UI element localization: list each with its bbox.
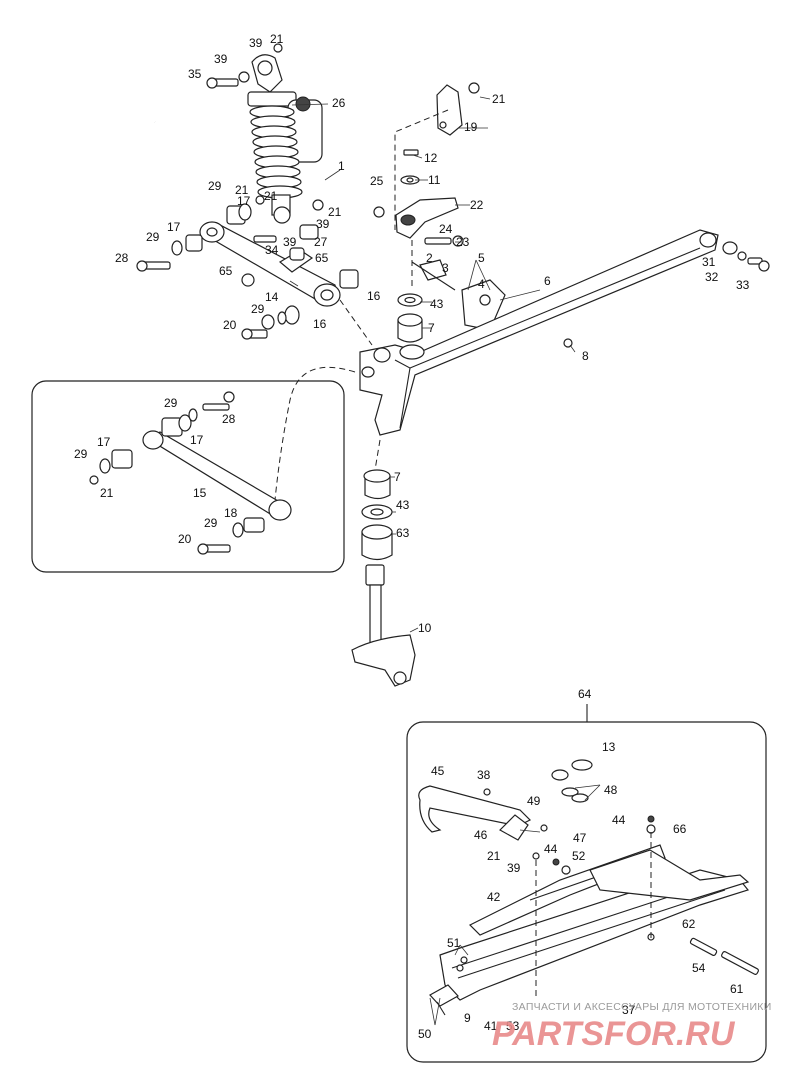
label-12: 12 (424, 151, 438, 165)
label-22: 22 (470, 198, 484, 212)
label-7b: 7 (394, 470, 401, 484)
label-26: 26 (332, 96, 346, 110)
label-62: 62 (682, 917, 696, 931)
part-labels: 1 2 3 4 5 6 7 7 8 9 10 11 12 13 14 15 16… (74, 32, 750, 1041)
label-43b: 43 (396, 498, 410, 512)
label-7a: 7 (428, 321, 435, 335)
label-48: 48 (604, 783, 618, 797)
label-43a: 43 (430, 297, 444, 311)
label-8: 8 (582, 349, 589, 363)
label-54: 54 (692, 961, 706, 975)
ski-assembly (418, 759, 759, 1016)
bushings-upper (136, 43, 359, 340)
label-21e: 21 (100, 486, 114, 500)
label-53: 53 (506, 1019, 520, 1033)
label-34: 34 (265, 243, 279, 257)
label-13: 13 (602, 740, 616, 754)
label-29c: 29 (251, 302, 265, 316)
label-11: 11 (428, 173, 441, 187)
label-20a: 20 (223, 318, 237, 332)
label-37: 37 (622, 1003, 636, 1017)
label-39d: 39 (316, 217, 330, 231)
label-10: 10 (418, 621, 432, 635)
label-29d: 29 (164, 396, 178, 410)
label-31: 31 (702, 255, 716, 269)
rear-fasteners (722, 241, 770, 272)
label-24: 24 (439, 222, 453, 236)
label-47: 47 (573, 831, 587, 845)
label-21b: 21 (492, 92, 506, 106)
label-14: 14 (265, 290, 279, 304)
bushings-upper-column (397, 293, 423, 343)
label-21d: 21 (328, 205, 342, 219)
label-61: 61 (730, 982, 744, 996)
label-1: 1 (338, 159, 345, 173)
watermark: ЗАПЧАСТИ И АКСЕССУАРЫ ДЛЯ МОТОТЕХНИКИ PA… (492, 1001, 772, 1053)
label-19: 19 (464, 120, 478, 134)
label-44b: 44 (544, 842, 558, 856)
inset-frame-left (31, 380, 345, 573)
label-4: 4 (478, 277, 485, 291)
label-23: 23 (456, 235, 470, 249)
label-65b: 65 (315, 251, 329, 265)
label-63: 63 (396, 526, 410, 540)
watermark-logo: PARTSFOR.RU (492, 1015, 736, 1053)
label-29b: 29 (146, 230, 160, 244)
label-28a: 28 (115, 251, 129, 265)
label-16b: 16 (313, 317, 327, 331)
label-29e: 29 (74, 447, 88, 461)
label-21g: 21 (264, 189, 278, 203)
label-16a: 16 (367, 289, 381, 303)
label-39e: 39 (507, 861, 521, 875)
label-49: 49 (527, 794, 541, 808)
label-3: 3 (442, 261, 449, 275)
label-18: 18 (224, 506, 238, 520)
label-2: 2 (426, 251, 433, 265)
label-45: 45 (431, 764, 445, 778)
watermark-caption: ЗАПЧАСТИ И АКСЕССУАРЫ ДЛЯ МОТОТЕХНИКИ (512, 1001, 772, 1013)
label-9: 9 (464, 1011, 471, 1025)
label-21c: 21 (235, 183, 249, 197)
label-64: 64 (578, 687, 592, 701)
label-38: 38 (477, 768, 491, 782)
shock-absorber (247, 54, 323, 224)
label-6: 6 (544, 274, 551, 288)
label-20b: 20 (178, 532, 192, 546)
label-29f: 29 (204, 516, 218, 530)
label-66: 66 (673, 822, 687, 836)
label-29a: 29 (208, 179, 222, 193)
label-32: 32 (705, 270, 719, 284)
steering-parts (373, 82, 506, 331)
label-41: 41 (484, 1019, 498, 1033)
label-51: 51 (447, 936, 461, 950)
label-17a: 17 (237, 194, 251, 208)
label-5: 5 (478, 251, 485, 265)
label-39b: 39 (214, 52, 228, 66)
label-46: 46 (474, 828, 488, 842)
label-39a: 39 (249, 36, 263, 50)
label-21a: 21 (270, 32, 284, 46)
leader-lines (289, 96, 601, 1026)
lower-link-detail (89, 391, 292, 555)
label-42: 42 (487, 890, 501, 904)
label-39c: 39 (283, 235, 297, 249)
label-33: 33 (736, 278, 750, 292)
label-35: 35 (188, 67, 202, 81)
label-17d: 17 (97, 435, 111, 449)
upper-a-arm (199, 221, 341, 307)
trailing-arm (359, 229, 719, 436)
label-28b: 28 (222, 412, 236, 426)
label-25: 25 (370, 174, 384, 188)
label-50: 50 (418, 1027, 432, 1041)
label-27: 27 (314, 235, 328, 249)
label-15: 15 (193, 486, 207, 500)
label-52: 52 (572, 849, 586, 863)
label-17b: 17 (167, 220, 181, 234)
label-44a: 44 (612, 813, 626, 827)
label-21f: 21 (487, 849, 501, 863)
label-17c: 17 (190, 433, 204, 447)
label-65a: 65 (219, 264, 233, 278)
